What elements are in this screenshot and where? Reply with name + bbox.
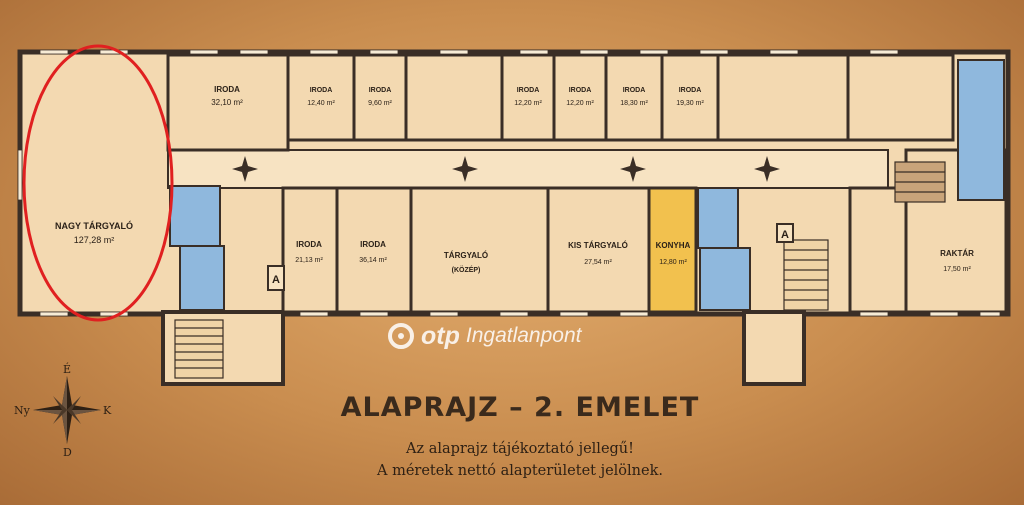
room-label-kis-targyalo: KIS TÁRGYALÓ [568, 241, 628, 250]
room-outline-iroda-9 [335, 186, 413, 314]
room-label-iroda-7: IRODA [679, 87, 702, 94]
room-label-raktar: RAKTÁR [940, 249, 974, 258]
room-area-konyha: 12,80 m² [659, 259, 687, 266]
room-outline-iroda-5 [552, 53, 608, 142]
wc-right-2 [699, 247, 751, 311]
room-label-iroda-1: IRODA [214, 85, 240, 94]
room-area-iroda-1: 32,10 m² [211, 98, 243, 107]
room-outline-bottom-right [848, 186, 908, 314]
compass-rose [33, 376, 101, 444]
room-label-iroda-2: IRODA [310, 87, 333, 94]
room-area-iroda-4: 12,20 m² [514, 100, 542, 107]
room-area-iroda-6: 18,30 m² [620, 100, 648, 107]
compass-east-label: K [103, 404, 112, 417]
room-label-iroda-3: IRODA [369, 87, 392, 94]
room-outline-iroda-7 [660, 53, 720, 142]
elevator-right-label: A [781, 229, 789, 241]
logo-brand: otp [421, 321, 460, 350]
room-sub-targyalo-kozep: (KÖZÉP) [452, 265, 481, 274]
room-area-iroda-2: 12,40 m² [307, 100, 335, 107]
room-outline-iroda-8 [281, 186, 339, 314]
room-label-iroda-8: IRODA [296, 240, 322, 249]
room-outline-iroda-3 [352, 53, 408, 142]
plan-note-2: A méretek nettó alapterületet jelölnek. [377, 463, 663, 479]
highlight-ellipse [22, 44, 174, 322]
room-outline-top-right [716, 53, 850, 142]
stairs-left [174, 319, 224, 379]
stairs-top-right [894, 161, 946, 203]
compass-south-label: D [63, 446, 72, 459]
corridor-lights [232, 156, 780, 182]
room-outline-konyha [647, 186, 698, 314]
otp-logo-mark-icon [388, 323, 414, 349]
room-outline-top-right-2 [846, 53, 955, 142]
room-label-iroda-5: IRODA [569, 87, 592, 94]
room-label-nagy-targyalo: NAGY TÁRGYALÓ [55, 220, 133, 231]
wc-left-2 [179, 245, 225, 311]
room-outline-iroda-6 [604, 53, 664, 142]
room-area-iroda-9: 36,14 m² [359, 257, 387, 264]
compass-north-label: É [63, 363, 72, 376]
stairs-right [783, 239, 829, 311]
plan-title: ALAPRAJZ – 2. EMELET [340, 392, 700, 423]
room-area-kis-targyalo: 27,54 m² [584, 259, 612, 266]
stair-wing-right [742, 310, 806, 386]
room-label-konyha: KONYHA [656, 241, 691, 250]
room-area-iroda-8: 21,13 m² [295, 257, 323, 264]
elevator-left-label: A [272, 274, 280, 286]
wc-left-1 [169, 185, 221, 247]
room-outline-iroda-4 [500, 53, 556, 142]
room-area-raktar: 17,50 m² [943, 266, 971, 273]
elevator-left [267, 265, 285, 291]
room-outline-hall-top [404, 53, 504, 142]
elevator-right [776, 223, 794, 243]
room-outline-targyalo [409, 186, 550, 314]
room-outline-iroda-2 [286, 53, 356, 142]
room-area-iroda-5: 12,20 m² [566, 100, 594, 107]
plan-note-1: Az alaprajz tájékoztató jellegű! [406, 441, 634, 457]
room-label-iroda-4: IRODA [517, 87, 540, 94]
wc-right-1 [697, 187, 739, 249]
room-area-iroda-7: 19,30 m² [676, 100, 704, 107]
wc-top-right [957, 59, 1005, 201]
otp-logo: otp Ingatlanpont [388, 318, 581, 354]
room-area-iroda-3: 9,60 m² [368, 100, 392, 107]
room-label-iroda-6: IRODA [623, 87, 646, 94]
compass-west-label: Ny [14, 404, 30, 417]
logo-name: Ingatlanpont [465, 324, 582, 347]
room-outline-kis-targyalo [546, 186, 651, 314]
room-label-targyalo-kozep: TÁRGYALÓ [444, 251, 488, 260]
windows [17, 49, 1001, 317]
room-labels: NAGY TÁRGYALÓ 127,28 m² IRODA 32,10 m² I… [55, 85, 974, 274]
room-area-nagy-targyalo: 127,28 m² [74, 235, 115, 245]
room-label-iroda-9: IRODA [360, 240, 386, 249]
